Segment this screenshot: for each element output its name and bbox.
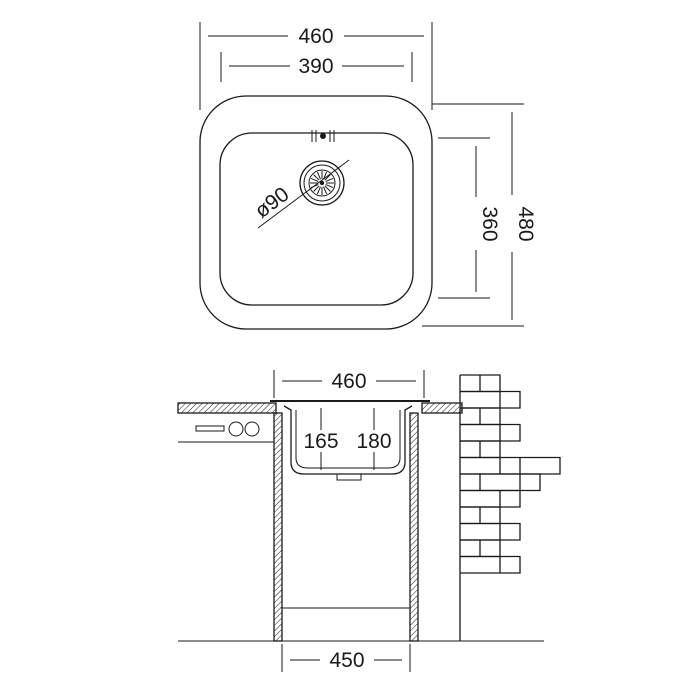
dim-bowl-height-a: 165: [303, 430, 338, 453]
drain-outlet: [336, 473, 362, 481]
brick-course: [460, 390, 521, 409]
cabinet-wall-left: [273, 412, 283, 642]
drain-spoke: [325, 184, 334, 189]
section-view: 460 165 180 450: [177, 370, 561, 672]
brick-wall: [460, 374, 561, 574]
drain-spoke: [313, 185, 320, 192]
drain-spoke: [310, 177, 319, 182]
drain-spoke: [313, 174, 320, 181]
drain-spoke: [324, 174, 331, 181]
dim-outer-depth: 480: [514, 206, 537, 241]
overflow-icon: [311, 130, 335, 142]
brick-course: [460, 489, 521, 508]
drain-spoke: [323, 186, 328, 195]
dim-bowl-depth: 360: [478, 206, 501, 241]
cabinet-wall-right: [409, 412, 419, 642]
brick-course: [460, 473, 541, 492]
brick-course: [460, 555, 521, 574]
drain-spoke: [316, 186, 321, 195]
countertop-right: [421, 402, 463, 414]
sink-bowl-edge: [219, 132, 414, 306]
drain-diameter-leader: [257, 159, 350, 229]
brick-course: [460, 407, 501, 426]
brick-course: [460, 522, 521, 541]
knob-icon-2: [244, 421, 260, 437]
brick-course: [460, 423, 521, 442]
knob-icon-1: [228, 421, 244, 437]
dim-section-top-width: 460: [331, 370, 366, 393]
sink-outer-rim: [199, 95, 433, 330]
brick-course: [460, 374, 501, 393]
dim-bowl-width: 390: [298, 55, 333, 78]
dim-outer-width: 460: [298, 25, 333, 48]
brick-course: [460, 506, 501, 525]
drain-icon: [299, 160, 345, 206]
dim-drain-diameter: ø90: [251, 183, 294, 223]
brick-course: [460, 440, 501, 459]
drain-spoke: [316, 171, 321, 180]
top-view: 460 390 ø90: [199, 22, 537, 330]
brick-course: [460, 539, 501, 558]
dim-section-base-width: 450: [329, 649, 364, 672]
drain-spoke: [324, 185, 331, 192]
sink-bowl-inner: [295, 410, 401, 469]
dim-bowl-height-b: 180: [356, 430, 391, 453]
brick-course: [460, 456, 561, 475]
drain-spoke: [325, 177, 334, 182]
countertop-left: [177, 402, 277, 414]
handle-icon: [195, 425, 225, 432]
